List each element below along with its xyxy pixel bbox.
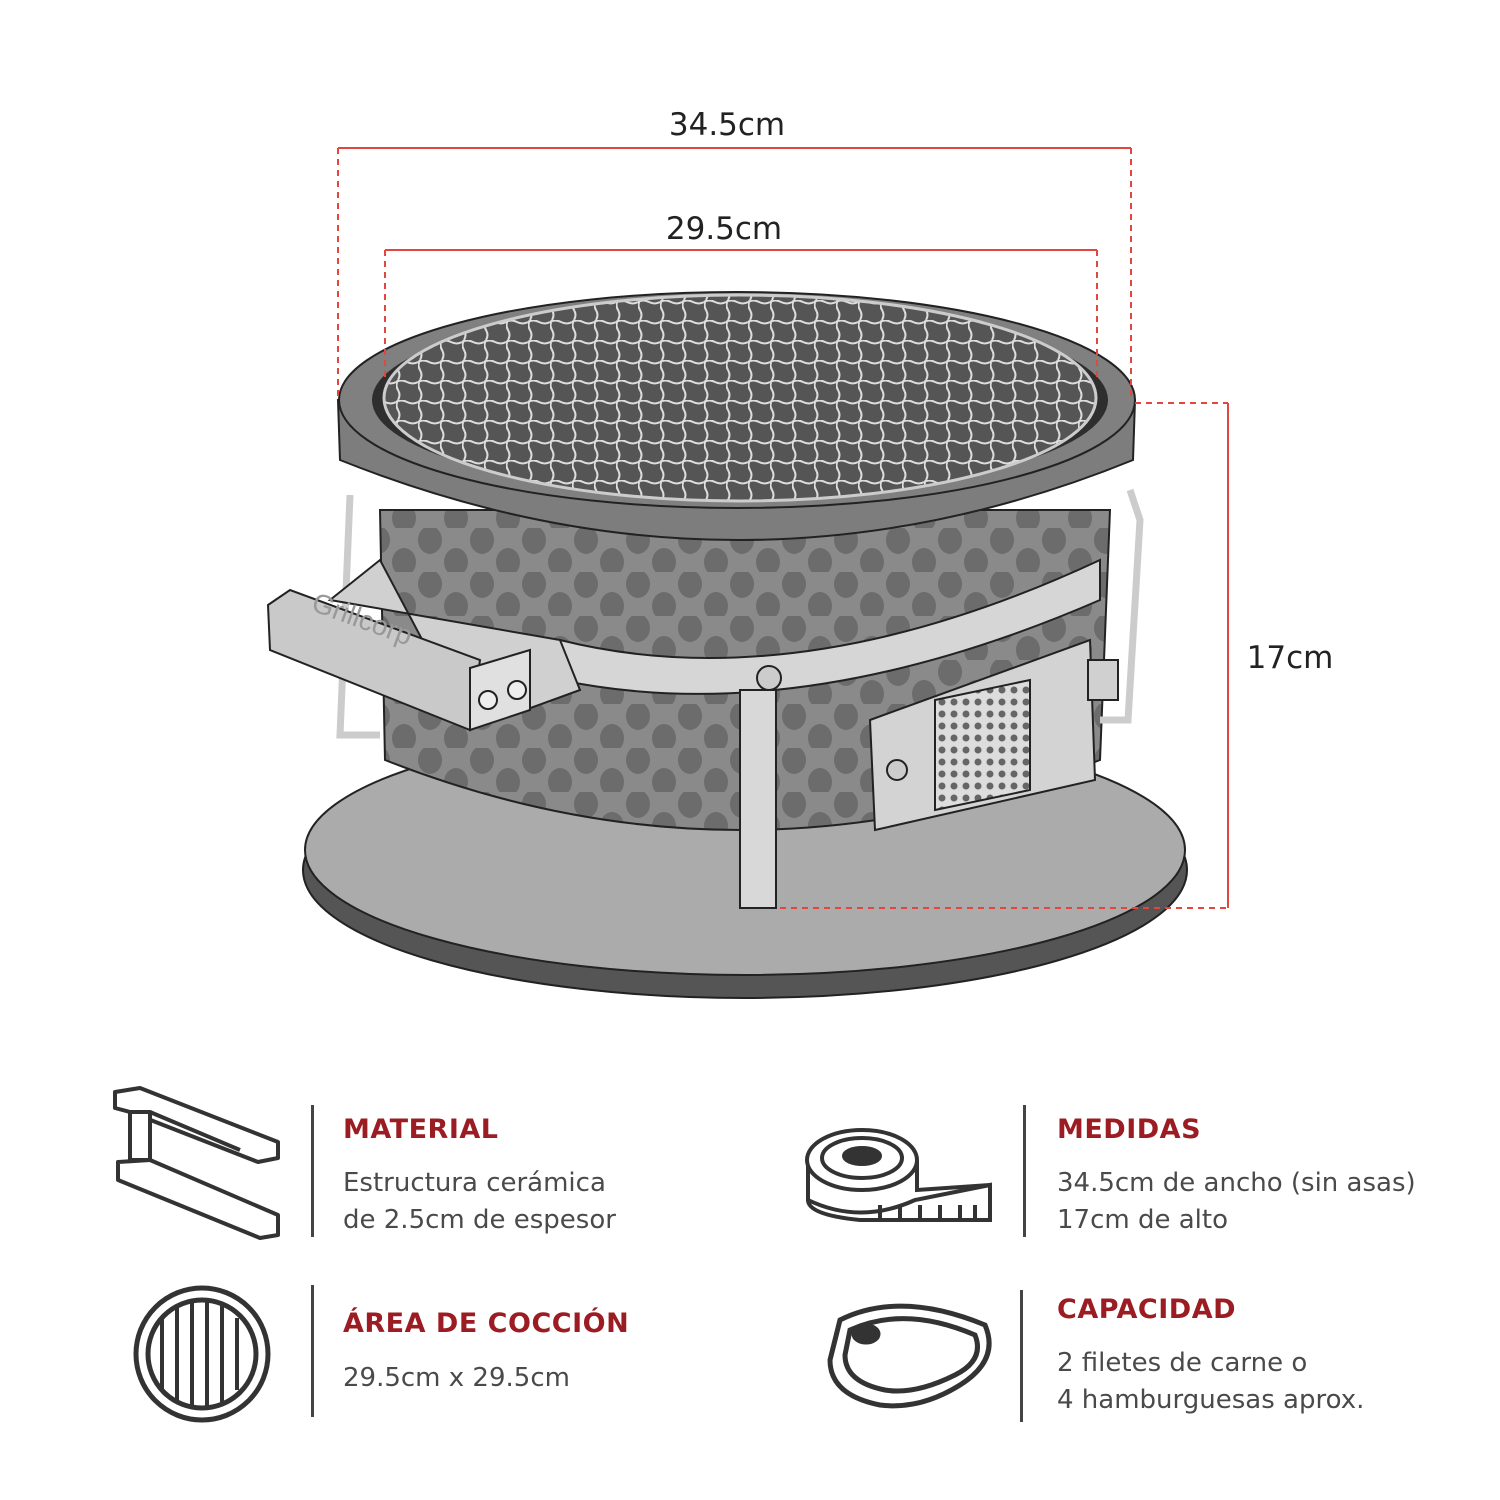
spec-description: 2 filetes de carne o 4 hamburguesas apro… (1057, 1345, 1364, 1419)
handle-left: Grillcorp (266, 494, 582, 739)
spec-title: MATERIAL (343, 1114, 499, 1145)
steak-icon (827, 1303, 992, 1409)
spec-line: 29.5cm x 29.5cm (343, 1363, 570, 1393)
spec-title: MEDIDAS (1057, 1114, 1202, 1145)
metal-strap (559, 558, 1101, 909)
lid-ring (336, 291, 1137, 541)
air-vent (868, 638, 1097, 832)
grill-grate (382, 293, 1098, 503)
spec-description: Estructura cerámica de 2.5cm de espesor (343, 1165, 616, 1239)
spec-description: 34.5cm de ancho (sin asas) 17cm de alto (1057, 1165, 1416, 1239)
spec-line: 17cm de alto (1057, 1205, 1228, 1235)
spec-line: 4 hamburguesas aprox. (1057, 1385, 1365, 1415)
divider (1020, 1290, 1023, 1422)
divider (311, 1105, 314, 1237)
spec-line: 34.5cm de ancho (sin asas) (1057, 1168, 1416, 1198)
spec-description: 29.5cm x 29.5cm (343, 1360, 570, 1397)
grill-width-label: 29.5cm (665, 211, 783, 247)
i-beam-icon (113, 1086, 280, 1240)
divider (1023, 1105, 1026, 1237)
spec-title: ÁREA DE COCCIÓN (343, 1308, 630, 1339)
divider (311, 1285, 314, 1417)
spec-line: 2 filetes de carne o (1057, 1348, 1308, 1378)
spec-line: Estructura cerámica (343, 1168, 606, 1198)
height-label: 17cm (1246, 640, 1334, 676)
tape-measure-icon (805, 1128, 992, 1222)
dimension-lines (337, 147, 1229, 909)
spec-line: de 2.5cm de espesor (343, 1205, 616, 1235)
spec-title: CAPACIDAD (1057, 1294, 1236, 1325)
grill-grate-icon (133, 1285, 271, 1423)
handle-right (1087, 488, 1144, 724)
outer-width-label: 34.5cm (668, 107, 786, 143)
